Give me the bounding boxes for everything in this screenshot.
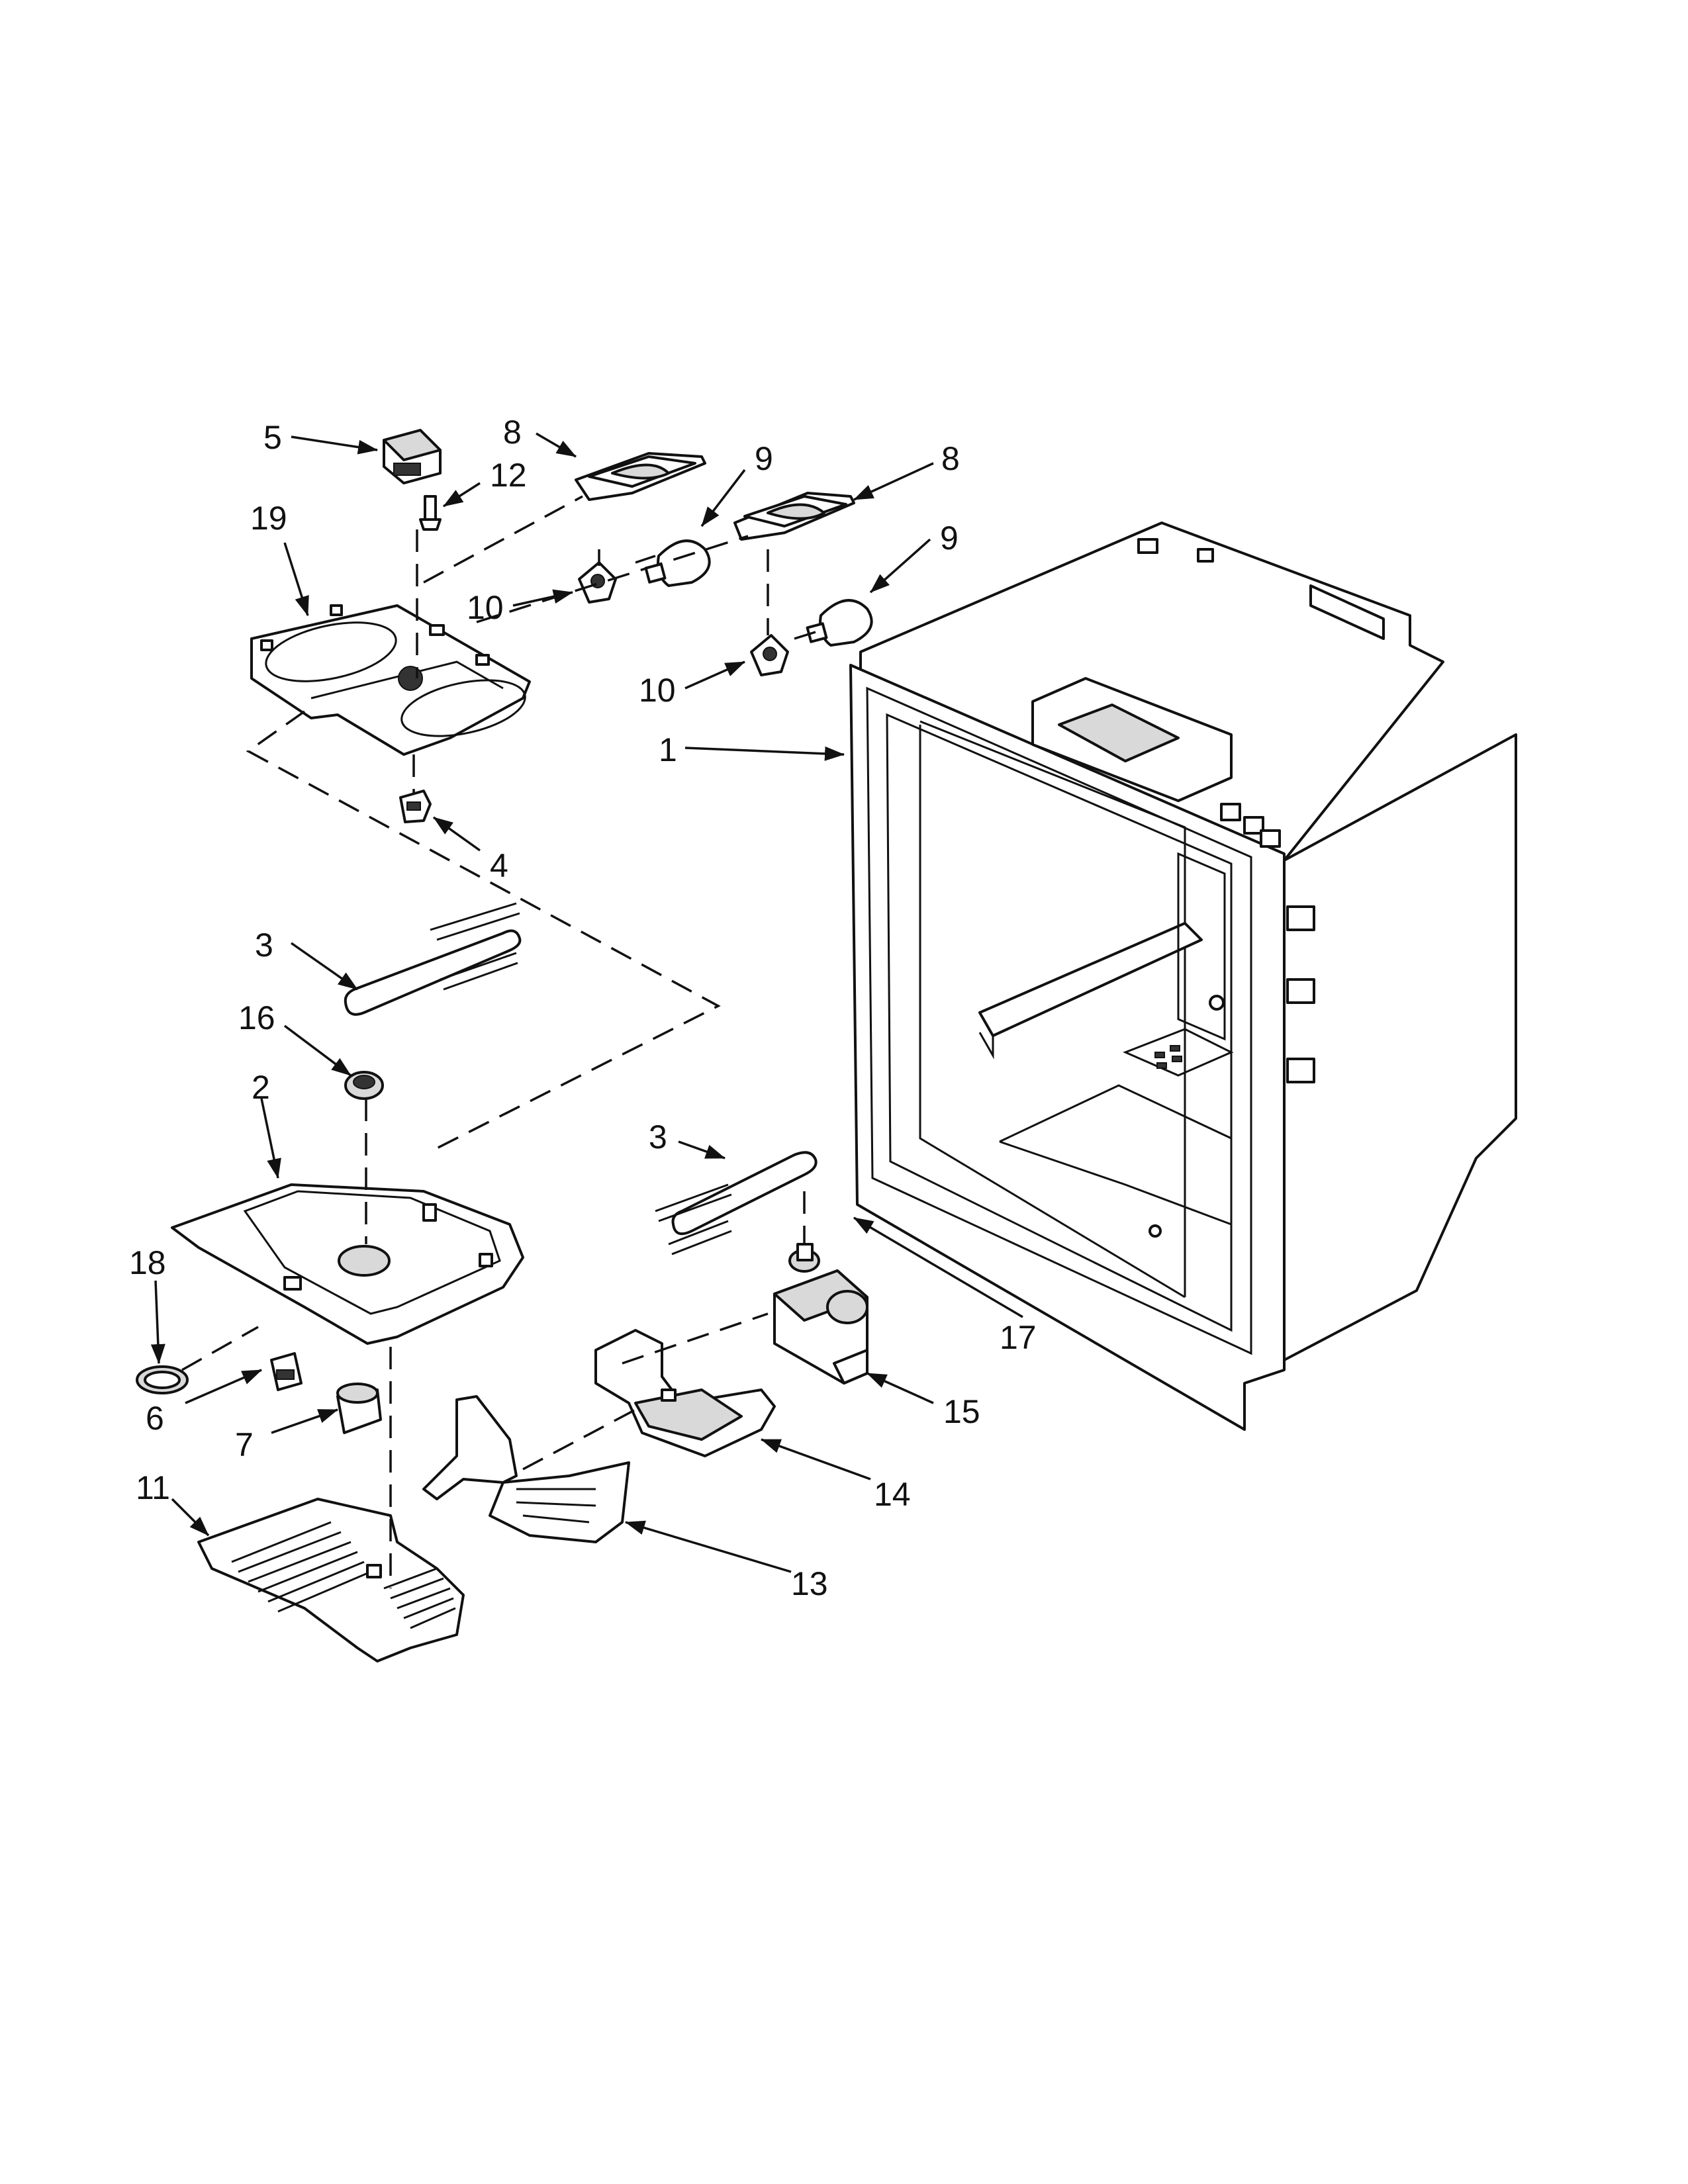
motor-gear xyxy=(344,1071,384,1100)
callout-5: 5 xyxy=(263,419,282,456)
switch xyxy=(270,1352,303,1391)
light-bulb-left xyxy=(644,539,711,587)
control-module xyxy=(383,429,442,484)
callout-3: 3 xyxy=(255,927,273,964)
callout-16: 16 xyxy=(238,999,275,1036)
o-ring xyxy=(136,1365,189,1394)
light-housing-upper-right xyxy=(733,492,855,541)
lamp-socket-right xyxy=(750,634,789,676)
connector-clip xyxy=(399,790,432,823)
callout-12: 12 xyxy=(490,457,527,494)
dispenser-chute xyxy=(594,1329,776,1457)
callout-14: 14 xyxy=(874,1476,911,1513)
liner-cabinet xyxy=(849,522,1517,1431)
callout-17: 17 xyxy=(1000,1319,1037,1356)
callout-19: 19 xyxy=(250,500,287,537)
callout-4: 4 xyxy=(490,847,508,884)
motor xyxy=(336,1383,382,1434)
callout-10: 10 xyxy=(467,589,504,626)
vent-grille xyxy=(1123,1028,1234,1077)
callout-8: 8 xyxy=(941,440,960,477)
callout-15: 15 xyxy=(943,1393,980,1430)
callout-11: 11 xyxy=(136,1469,170,1506)
light-housing-upper-left xyxy=(575,452,706,501)
water-valve xyxy=(773,1243,868,1385)
callout-6: 6 xyxy=(146,1400,164,1437)
leaders xyxy=(150,432,1023,1573)
callout-9: 9 xyxy=(755,440,773,477)
ice-chute xyxy=(422,1395,630,1543)
callout-7: 7 xyxy=(235,1426,254,1463)
callout-10: 10 xyxy=(639,672,676,709)
dispenser-grille xyxy=(197,1498,465,1662)
lower-mounting-plate xyxy=(171,1183,524,1345)
callout-1: 1 xyxy=(659,731,677,768)
callout-labels: 5 8 9 8 12 19 9 10 10 1 4 3 16 2 3 18 17… xyxy=(129,414,1037,1602)
light-bracket-plate xyxy=(250,604,531,756)
gasket-seal-lower xyxy=(655,1151,818,1255)
screw xyxy=(419,495,442,531)
light-bulb-right xyxy=(806,599,873,647)
assembly-lines xyxy=(181,495,816,1588)
callout-13: 13 xyxy=(791,1565,828,1602)
callout-9: 9 xyxy=(940,520,959,557)
gasket-seal-upper xyxy=(344,902,522,1016)
callout-2: 2 xyxy=(252,1069,270,1106)
lamp-socket-left xyxy=(578,561,617,604)
callout-3: 3 xyxy=(649,1118,667,1156)
callout-18: 18 xyxy=(129,1244,166,1281)
callout-8: 8 xyxy=(503,414,522,451)
